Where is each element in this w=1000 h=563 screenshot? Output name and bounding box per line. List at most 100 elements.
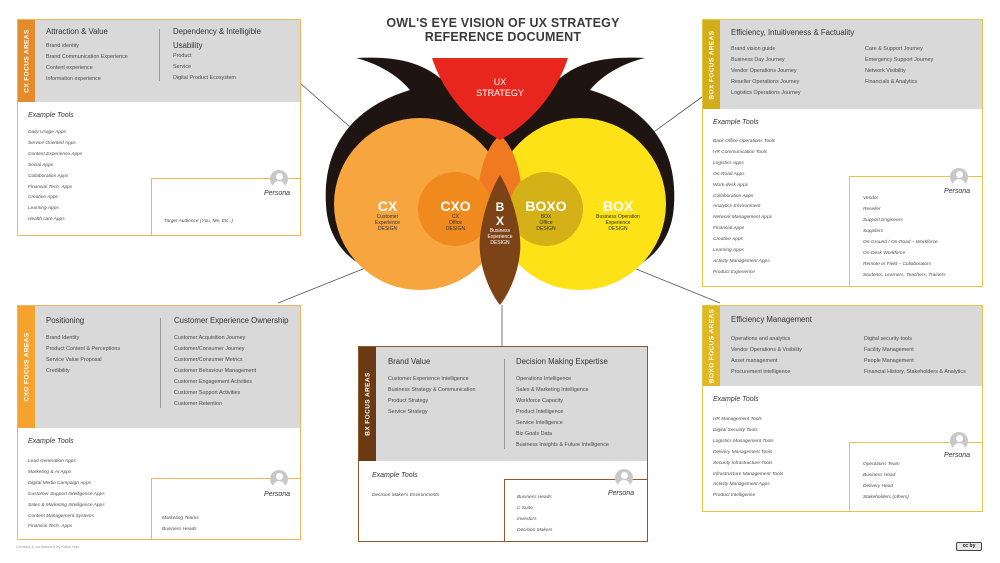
list-item: Marketing Teams (162, 516, 199, 521)
strategy-text: STRATEGY (476, 88, 524, 98)
cxo-tools-title: Example Tools (28, 438, 74, 445)
box-persona-list: Vendor Reseller Support Engineers Suppli… (863, 193, 946, 281)
list-item: Health care Apps (28, 217, 65, 223)
box-sidebar: BOX FOCUS AREAS (703, 20, 720, 109)
bx-label: B X Business Experience DESIGN (480, 200, 520, 246)
bx-focus-panel: BX FOCUS AREAS Brand Value Customer Expe… (358, 346, 648, 542)
boxo-circle (509, 172, 583, 246)
boxo-focus-panel: BOXO FOCUS AREAS Efficiency Management O… (702, 305, 983, 512)
list-item: Service Intelligence (516, 420, 563, 426)
list-item: Back-Office Operations Tools (713, 139, 776, 144)
list-item: Reseller (863, 207, 881, 212)
list-item: Digital Media Campaign Apps (28, 480, 92, 486)
list-item: Suppliers (863, 229, 883, 234)
list-item: Vendor Operations & Visibility (731, 347, 802, 353)
list-item: Decision Makers (517, 528, 553, 533)
cx-tools-list: Daily Usage Apps Service Oriented Apps C… (28, 128, 82, 226)
list-item: Digital security tools (864, 336, 912, 342)
bx-persona-list: Business Heads C Suite Investors Decisio… (517, 492, 552, 536)
bx-l2: Experience (487, 234, 513, 240)
cxo-l3: DESIGN (445, 226, 466, 232)
cx-col2-subtitle: Usability (173, 41, 203, 50)
list-item: Facility Management (864, 347, 914, 353)
box-l2: Experience (605, 220, 631, 226)
list-item: Lead Generation Apps (28, 459, 76, 464)
cx-divider (159, 29, 160, 81)
cc-license-badge[interactable]: cc by (956, 542, 982, 551)
list-item: Product Strategy (388, 398, 429, 404)
cxo-col-ownership: Customer Experience Ownership Customer A… (174, 316, 299, 410)
list-item: Customer Support Activities (174, 390, 241, 396)
box-col2: Care & Support Journey Emergency Support… (865, 44, 980, 88)
cx-sidebar-label: CX FOCUS AREAS (23, 29, 30, 93)
cx-sidebar: CX FOCUS AREAS (18, 20, 35, 102)
ux-strategy-shape (432, 58, 568, 140)
cx-persona-text: Target Audience (You, Me, Etc..) (164, 219, 233, 224)
list-item: Customer Acquisition Journey (174, 335, 246, 341)
avatar-icon (950, 432, 968, 450)
list-item: Activity Management Apps (713, 258, 770, 264)
box-l3: DESIGN (608, 226, 628, 232)
list-item: Network Management Apps (713, 215, 773, 221)
boxo-tools-title: Example Tools (713, 396, 759, 403)
boxo-header-title-wrap: Efficiency Management (731, 315, 981, 329)
cx-label: CX Customer Experience DESIGN (360, 198, 415, 232)
list-item: Emergency Support Journey (865, 57, 934, 63)
list-item: Service Oriented Apps (28, 140, 76, 146)
bx-persona-label: Persona (608, 490, 635, 497)
list-item: Content Management Systems (28, 513, 94, 519)
list-item: Operations Intelligence (516, 376, 572, 382)
box-focus-header (703, 20, 982, 109)
list-item: Business Strategy & Communication (388, 387, 476, 393)
title-line-1: OWL'S EYE VISION OF UX STRATEGY (386, 16, 620, 30)
box-persona-box: Persona Vendor Reseller Support Engineer… (849, 168, 983, 287)
bx-col-decision: Decision Making Expertise Operations Int… (516, 357, 646, 451)
cxo-persona-label: Persona (264, 491, 291, 498)
cx-l1: Customer (376, 214, 399, 220)
list-item: HR Communication Tools (713, 149, 768, 155)
list-item: Digital Security Tools (713, 427, 758, 433)
cx-tools-title: Example Tools (28, 112, 74, 119)
box-header-title-wrap: Efficiency, Intuitiveness & Factuality (731, 28, 981, 44)
cxo-sidebar-label: CXO FOCUS AREAS (23, 332, 30, 402)
list-item: Customer Support Intelligence Apps (28, 491, 105, 497)
cx-col-attraction: Attraction & Value Brand identity Brand … (46, 27, 166, 85)
bx-b: B (495, 200, 505, 214)
list-item: Work-desk Apps (713, 182, 749, 188)
list-item: Logistics Management Tools (713, 438, 774, 444)
list-item: Business Insights & Future Intelligence (516, 442, 609, 448)
cxo-focus-header (18, 306, 300, 428)
cx-col1-title: Attraction & Value (46, 27, 108, 36)
list-item: Product Content & Perceptions (46, 346, 121, 352)
box-tools-title: Example Tools (713, 119, 759, 126)
list-item: Logistics Apps (713, 160, 744, 166)
box-big: BOX (602, 198, 634, 214)
list-item: Asset management (731, 358, 778, 364)
ux-text: UX (493, 77, 507, 87)
boxo-persona-box: Persona Operations Team Business Head De… (849, 432, 983, 512)
title-line-2: REFERENCE DOCUMENT (424, 30, 582, 44)
list-item: Brand vision guide (731, 46, 776, 52)
list-item: Customer Engagement Activities (174, 379, 252, 385)
box-col1: Brand vision guide Business Day Journey … (731, 44, 861, 99)
cx-col2-title: Dependency & Intelligible (173, 27, 261, 36)
list-item: Customer Experience Intelligence (388, 376, 469, 382)
avatar-icon (615, 469, 633, 487)
list-item: Product Intelligence (516, 409, 564, 415)
list-item: HR Management Tools (713, 417, 762, 422)
list-item: Customer/Consumer Journey (174, 346, 245, 352)
boxo-title: Efficiency Management (731, 315, 812, 324)
cxo-l2: Office (449, 220, 462, 226)
cxo-sidebar: CXO FOCUS AREAS (18, 306, 35, 428)
box-label: BOX Business Operation Experience DESIGN (587, 198, 649, 232)
list-item: Operations and analytics (731, 336, 791, 342)
cx-col-dependency: Dependency & Intelligible Usability Prod… (173, 27, 298, 84)
list-item: Learning Apps (28, 206, 59, 212)
list-item: Care & Support Journey (865, 46, 923, 52)
list-item: Logistics Operations Journey (731, 90, 801, 96)
bx-persona-box: Persona Business Heads C Suite Investors… (504, 469, 648, 542)
cx-big: CX (377, 198, 398, 214)
list-item: Activity Management Apps (713, 482, 770, 488)
avatar-icon (270, 170, 288, 188)
list-item: Brand identity (46, 43, 79, 49)
